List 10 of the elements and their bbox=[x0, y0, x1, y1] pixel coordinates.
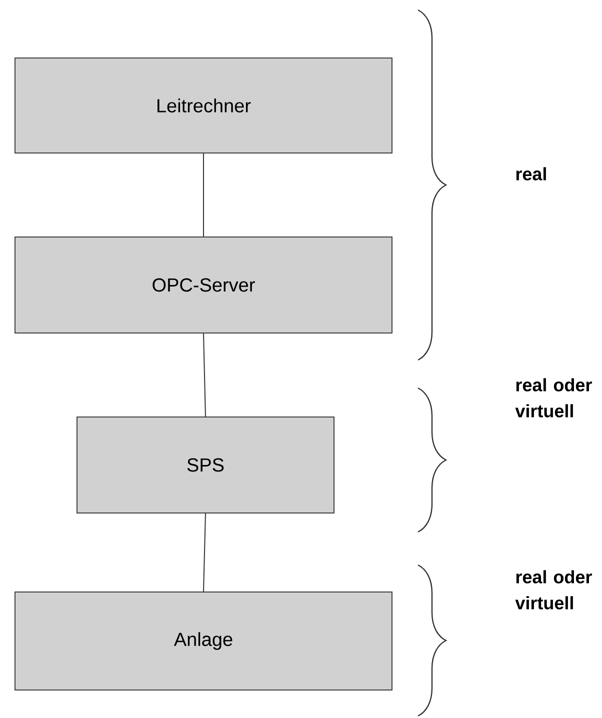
process-box: Anlage bbox=[14, 592, 392, 690]
brace-label: real oder virtuell bbox=[515, 570, 592, 610]
brace-label: real oder virtuell bbox=[515, 378, 592, 418]
connector-line bbox=[203, 333, 206, 417]
connector-line bbox=[203, 153, 204, 237]
process-box: SPS bbox=[76, 416, 334, 514]
process-box: Leitrechner bbox=[14, 58, 392, 154]
connector-line bbox=[203, 513, 206, 592]
brace-label: real bbox=[516, 167, 546, 180]
process-box: OPC-Server bbox=[14, 236, 392, 334]
